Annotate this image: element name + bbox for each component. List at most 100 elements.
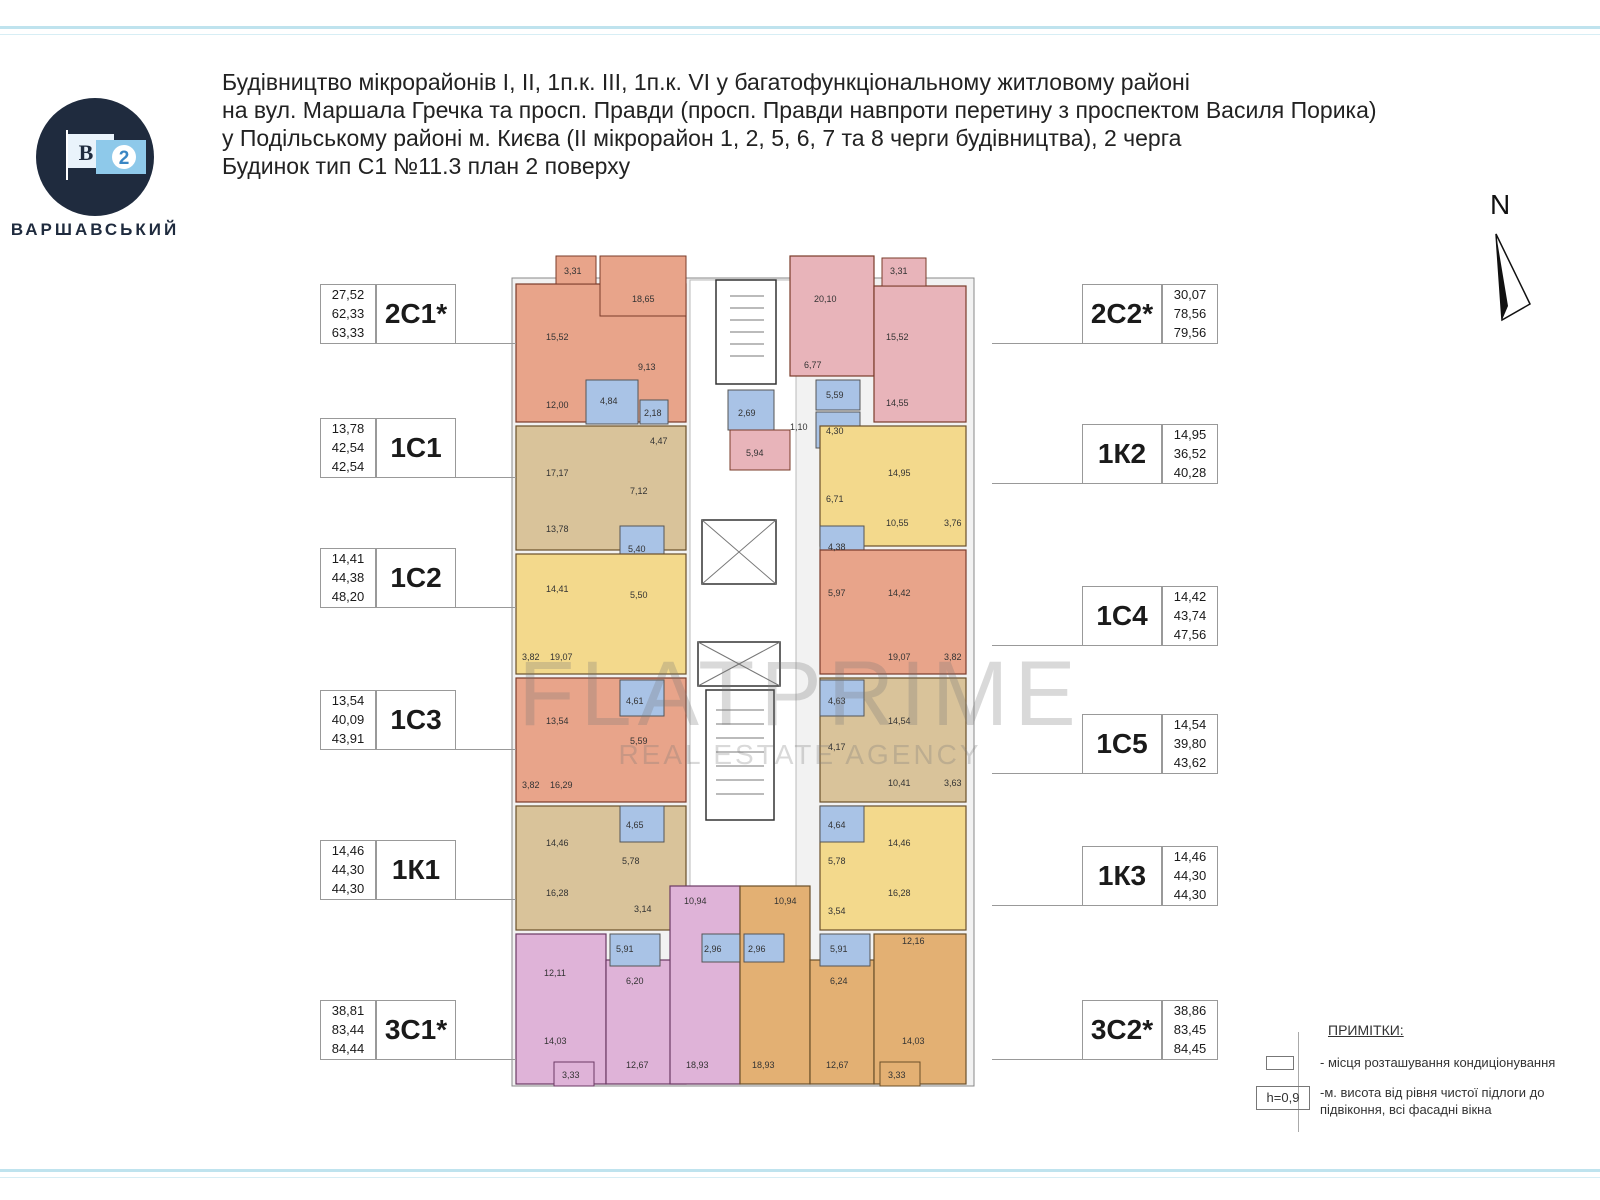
room-1k1-bath: 4,65	[626, 820, 644, 830]
apartment-1k1[interactable]	[515, 805, 687, 931]
legend-1c2-code: 1С2	[376, 548, 456, 608]
leader-1c2	[456, 607, 516, 608]
apartment-3c1[interactable]	[515, 885, 743, 1087]
note-sill-height: -м. висота від рівня чистої підлоги до п…	[1320, 1085, 1545, 1117]
room-2c2-bath: 5,59	[826, 390, 844, 400]
top-frame-line	[0, 26, 1600, 29]
area-full: 43,91	[331, 731, 365, 746]
legend-1k3-areas: 14,46 44,30 44,30	[1162, 846, 1218, 906]
room-1k2-kitchen: 10,55	[886, 518, 909, 528]
apartment-1c3[interactable]	[515, 677, 687, 803]
area-living: 14,41	[331, 551, 365, 566]
room-2c2-balcony: 3,31	[890, 266, 908, 276]
area-full: 42,54	[331, 459, 365, 474]
legend-1c4-code: 1С4	[1082, 586, 1162, 646]
room-1c5-bath: 4,63	[828, 696, 846, 706]
room-1k1-hall: 5,78	[622, 856, 640, 866]
room-1c3-bath: 4,61	[626, 696, 644, 706]
area-total: 62,33	[331, 306, 365, 321]
legend-1c1-areas: 13,78 42,54 42,54	[320, 418, 376, 478]
room-1c2-hall: 5,50	[630, 590, 648, 600]
apartment-2c2[interactable]	[727, 255, 967, 471]
area-total: 39,80	[1173, 736, 1207, 751]
room-1c3-balcony: 3,82	[522, 780, 540, 790]
flag-letter-b: B	[79, 140, 94, 165]
room-1c3-living: 13,54	[546, 716, 569, 726]
apartment-1c4[interactable]	[819, 549, 967, 675]
flag-icon: B 2	[66, 130, 146, 180]
room-2c1-bath2: 4,47	[650, 436, 668, 446]
area-total: 43,74	[1173, 608, 1207, 623]
room-1c4-hall: 5,97	[828, 588, 846, 598]
room-3c2-storage: 10,94	[774, 896, 797, 906]
apartment-1c5[interactable]	[819, 677, 967, 803]
room-2c2-closet: 1,10	[790, 422, 808, 432]
room-3c2-hall: 6,24	[830, 976, 848, 986]
area-total: 42,54	[331, 440, 365, 455]
room-1c1-kitchen: 13,78	[546, 524, 569, 534]
legend-1k3-code: 1К3	[1082, 846, 1162, 906]
room-1k3-kitchen: 16,28	[888, 888, 911, 898]
room-3c1-living: 18,93	[686, 1060, 709, 1070]
title-line-2: на вул. Маршала Гречка та просп. Правди …	[222, 97, 1377, 123]
room-3c2-balcony: 3,33	[888, 1070, 906, 1080]
room-1c2-balcony: 3,82	[522, 652, 540, 662]
legend-1k1-code: 1К1	[376, 840, 456, 900]
area-living: 14,95	[1173, 427, 1207, 442]
notes-panel: ПРИМІТКИ: - місця розташування кондиціон…	[1256, 1022, 1600, 1132]
room-2c2-wc: 2,69	[738, 408, 756, 418]
area-full: 44,30	[1173, 887, 1207, 902]
area-full: 44,30	[331, 881, 365, 896]
top-frame-line-thin	[0, 34, 1600, 35]
area-full: 48,20	[331, 589, 365, 604]
legend-1k2-code: 1К2	[1082, 424, 1162, 484]
room-1c4-balcony: 3,82	[944, 652, 962, 662]
room-1k3-bath: 4,64	[828, 820, 846, 830]
area-total: 83,44	[331, 1022, 365, 1037]
area-total: 44,30	[1173, 868, 1207, 883]
leader-1c4	[992, 645, 1082, 646]
room-3c1-wc: 2,96	[704, 944, 722, 954]
area-full: 63,33	[331, 325, 365, 340]
north-arrow-icon: N	[1490, 189, 1531, 322]
leader-3c2	[992, 1059, 1082, 1060]
leader-1k2	[992, 483, 1082, 484]
ac-location-swatch	[1266, 1056, 1294, 1070]
bottom-frame-line	[0, 1169, 1600, 1172]
room-3c2-living: 18,93	[752, 1060, 775, 1070]
room-3c2-bedroom: 12,16	[902, 936, 925, 946]
page-title: Будівництво мікрорайонів I, II, 1п.к. II…	[222, 68, 1562, 180]
leader-1c3	[456, 749, 516, 750]
varshavskyi-logo: B 2 ВАРШАВСЬКИЙ	[0, 90, 200, 240]
title-line-3: у Подільському районі м. Києва (II мікро…	[222, 125, 1182, 151]
room-1c2-living: 14,41	[546, 584, 569, 594]
area-living: 14,46	[1173, 849, 1207, 864]
area-total: 78,56	[1173, 306, 1207, 321]
area-full: 84,45	[1173, 1041, 1207, 1056]
room-1k2-living: 14,95	[888, 468, 911, 478]
room-2c1-bath: 4,84	[600, 396, 618, 406]
room-1c4-living: 14,42	[888, 588, 911, 598]
legend-1c2-areas: 14,41 44,38 48,20	[320, 548, 376, 608]
legend-1k1-areas: 14,46 44,30 44,30	[320, 840, 376, 900]
lift-core	[697, 519, 781, 687]
room-1c2-kitchen: 19,07	[550, 652, 573, 662]
apartment-3c2[interactable]	[739, 885, 967, 1087]
room-2c1-wc: 2,18	[644, 408, 662, 418]
legend-2c2-code: 2С2*	[1082, 284, 1162, 344]
flag-number-2: 2	[119, 148, 130, 169]
apartment-1c1[interactable]	[515, 425, 687, 567]
title-line-4: Будинок тип С1 №11.3 план 2 поверху	[222, 153, 631, 179]
room-3c1-balcony: 3,33	[562, 1070, 580, 1080]
area-living: 14,54	[1173, 717, 1207, 732]
legend-2c2-areas: 30,07 78,56 79,56	[1162, 284, 1218, 344]
room-3c1-bath: 5,91	[616, 944, 634, 954]
room-3c1-storage: 10,94	[684, 896, 707, 906]
area-full: 84,44	[331, 1041, 365, 1056]
apartment-1c2[interactable]	[515, 553, 687, 675]
apartment-1k3[interactable]	[819, 805, 967, 931]
notes-header: ПРИМІТКИ:	[1328, 1022, 1404, 1038]
room-1k2-balcony: 3,76	[944, 518, 962, 528]
area-living: 30,07	[1173, 287, 1207, 302]
area-living: 14,46	[331, 843, 365, 858]
